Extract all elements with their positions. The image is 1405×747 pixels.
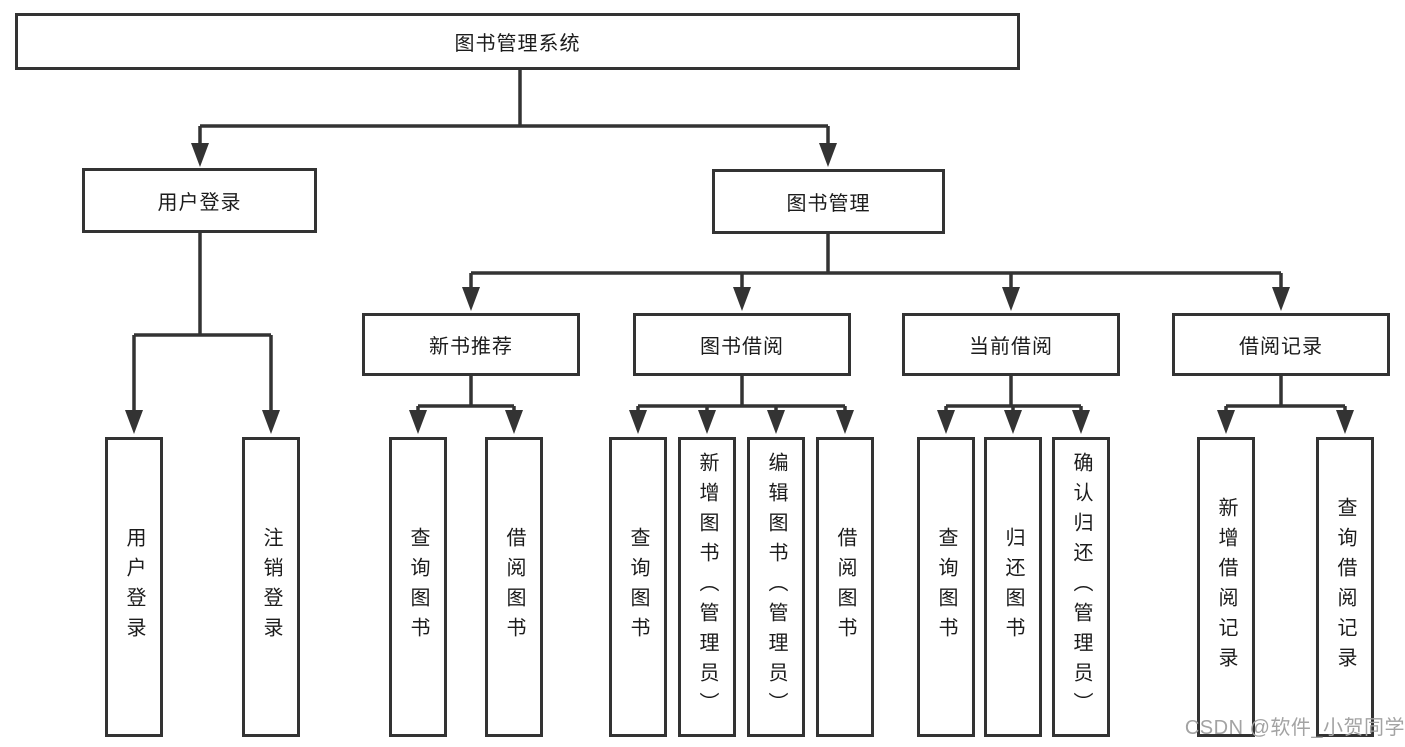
leaf-add-books-admin: 新增图书（管理员）	[678, 437, 736, 737]
leaf-borrow-books: 借阅图书	[816, 437, 874, 737]
leaf-user-login: 用户登录	[105, 437, 163, 737]
node-label: 借阅记录	[1239, 336, 1323, 358]
node-book-management: 图书管理	[712, 169, 945, 234]
node-label: 新增图书（管理员）	[696, 452, 718, 722]
node-new-book-recommend: 新书推荐	[362, 313, 580, 376]
leaf-query-books-recommend: 查询图书	[389, 437, 447, 737]
node-label: 借阅图书	[503, 527, 525, 647]
leaf-logout: 注销登录	[242, 437, 300, 737]
leaf-query-books-current: 查询图书	[917, 437, 975, 737]
node-label: 用户登录	[123, 527, 145, 647]
node-label: 查询图书	[935, 527, 957, 647]
node-borrow-records: 借阅记录	[1172, 313, 1390, 376]
leaf-confirm-return-admin: 确认归还（管理员）	[1052, 437, 1110, 737]
leaf-query-borrow-record: 查询借阅记录	[1316, 437, 1374, 737]
leaf-add-borrow-record: 新增借阅记录	[1197, 437, 1255, 737]
node-label: 注销登录	[260, 527, 282, 647]
node-user-login: 用户登录	[82, 168, 317, 233]
leaf-return-books: 归还图书	[984, 437, 1042, 737]
node-label: 归还图书	[1002, 527, 1024, 647]
node-label: 借阅图书	[834, 527, 856, 647]
node-root-library-system: 图书管理系统	[15, 13, 1020, 70]
leaf-borrow-books-recommend: 借阅图书	[485, 437, 543, 737]
node-label: 用户登录	[157, 192, 242, 214]
node-label: 新增借阅记录	[1215, 497, 1237, 677]
node-label: 查询图书	[627, 527, 649, 647]
node-label: 查询图书	[407, 527, 429, 647]
node-label: 确认归还（管理员）	[1070, 452, 1092, 722]
node-current-borrowing: 当前借阅	[902, 313, 1120, 376]
node-label: 新书推荐	[429, 336, 513, 358]
node-label: 查询借阅记录	[1334, 497, 1356, 677]
node-label: 编辑图书（管理员）	[765, 452, 787, 722]
leaf-query-books-borrowing: 查询图书	[609, 437, 667, 737]
leaf-edit-books-admin: 编辑图书（管理员）	[747, 437, 805, 737]
node-label: 图书管理	[786, 193, 871, 215]
node-label: 图书管理系统	[454, 33, 581, 55]
csdn-watermark: CSDN @软件_小贺同学	[1184, 717, 1405, 739]
node-label: 图书借阅	[700, 336, 784, 358]
node-book-borrowing: 图书借阅	[633, 313, 851, 376]
node-label: 当前借阅	[969, 336, 1053, 358]
